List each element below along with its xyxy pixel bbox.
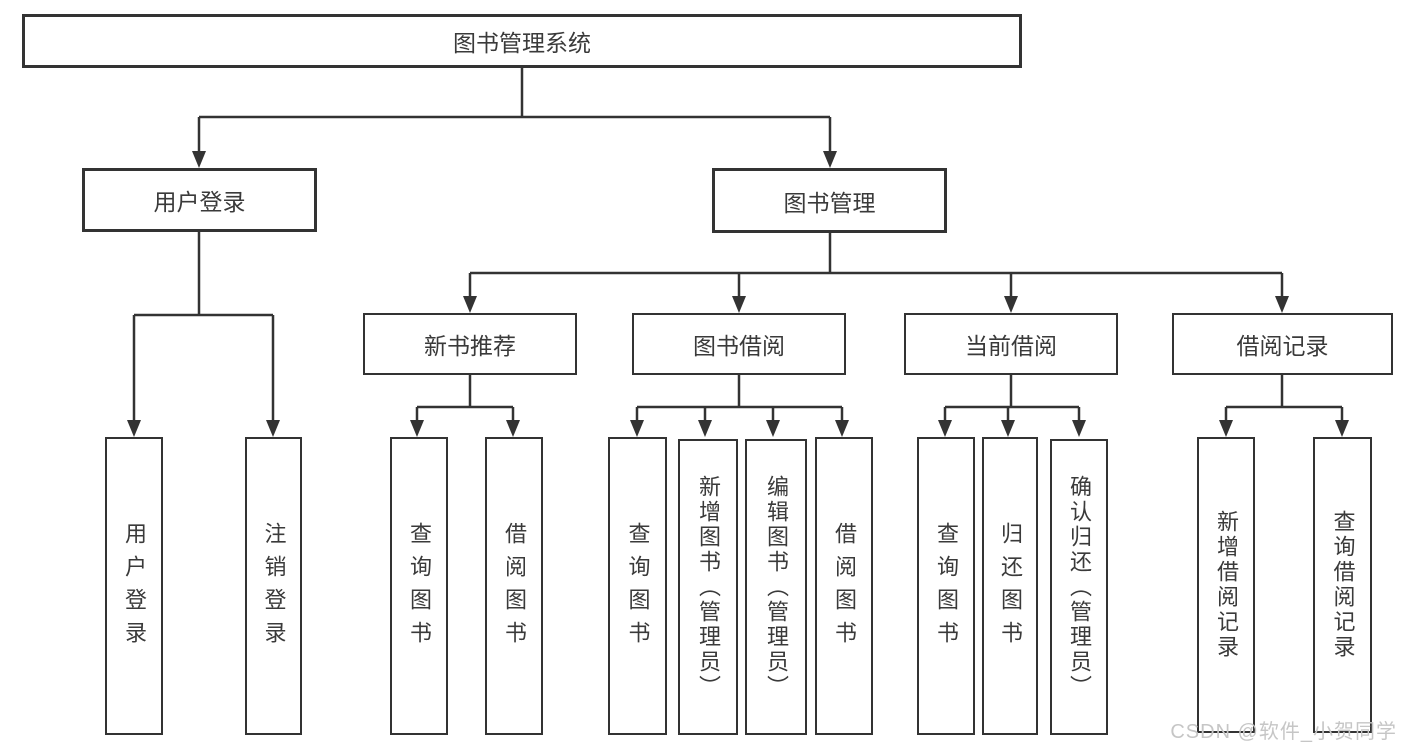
node-user-login: 用户登录: [82, 168, 317, 232]
node-book-management: 图书管理: [712, 168, 947, 233]
node-borrow-records: 借阅记录: [1172, 313, 1393, 375]
node-book-borrow: 图书借阅: [632, 313, 846, 375]
leaf-borrow-books-recommend: 借阅图书: [485, 437, 543, 735]
leaf-borrow-books: 借阅图书: [815, 437, 873, 735]
leaf-return-books: 归还图书: [982, 437, 1038, 735]
leaf-add-books-admin: 新增图书（管理员）: [678, 439, 738, 735]
node-current-borrow: 当前借阅: [904, 313, 1118, 375]
node-new-book-recommend: 新书推荐: [363, 313, 577, 375]
leaf-confirm-return-admin: 确认归还（管理员）: [1050, 439, 1108, 735]
leaf-query-books-recommend: 查询图书: [390, 437, 448, 735]
leaf-query-borrow-record: 查询借阅记录: [1313, 437, 1372, 733]
leaf-user-login: 用户登录: [105, 437, 163, 735]
arrowheads: [127, 151, 1349, 437]
leaf-query-books-borrow: 查询图书: [608, 437, 667, 735]
node-library-management-system: 图书管理系统: [22, 14, 1022, 68]
leaf-add-borrow-record: 新增借阅记录: [1197, 437, 1255, 733]
leaf-query-books-current: 查询图书: [917, 437, 975, 735]
leaf-logout: 注销登录: [245, 437, 302, 735]
leaf-edit-books-admin: 编辑图书（管理员）: [745, 439, 807, 735]
watermark: CSDN @软件_小贺同学: [1170, 721, 1397, 743]
